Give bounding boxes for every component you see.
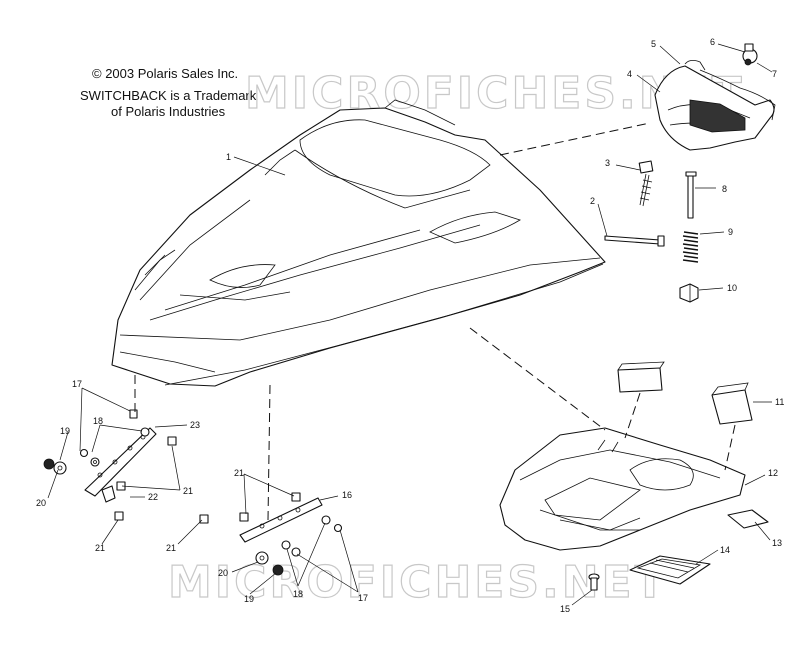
- callout-1: 1: [226, 152, 231, 162]
- grille-part-14: [629, 555, 711, 585]
- callout-14: 14: [720, 545, 730, 555]
- callout-18a: 18: [93, 416, 103, 426]
- foam-block-part-11a: [617, 361, 665, 393]
- callout-17a: 17: [72, 379, 82, 389]
- copyright-block: © 2003 Polaris Sales Inc.: [92, 66, 238, 82]
- callout-16: 16: [342, 490, 352, 500]
- callout-21d: 21: [234, 468, 244, 478]
- hood-part-1: [111, 99, 606, 387]
- trademark-line-2: of Polaris Industries: [111, 104, 226, 119]
- callout-2: 2: [590, 196, 595, 206]
- pad-part-13: [727, 509, 769, 529]
- callout-9: 9: [728, 227, 733, 237]
- callout-18b: 18: [293, 589, 303, 599]
- callout-21b: 21: [95, 543, 105, 553]
- trademark-line-1: SWITCHBACK is a Trademark: [80, 88, 257, 103]
- belly-pan-part-12: [499, 427, 746, 551]
- left-hardware: [43, 409, 177, 521]
- callout-21c: 21: [166, 543, 176, 553]
- clip-part-22: [101, 485, 116, 503]
- callout-10: 10: [727, 283, 737, 293]
- callout-12: 12: [768, 468, 778, 478]
- foam-block-part-11b: [711, 382, 753, 425]
- callout-5: 5: [651, 39, 656, 49]
- nut-part-10: [679, 283, 699, 303]
- alignment-lines: [134, 122, 736, 521]
- callout-13: 13: [772, 538, 782, 548]
- callout-7: 7: [772, 69, 777, 79]
- bracket-part-23: [84, 427, 157, 497]
- callout-3: 3: [605, 158, 610, 168]
- callouts: 1 2 3 4 5 6 7 8 9 10 11 12 13 14 15 16 1…: [36, 37, 784, 614]
- callout-15: 15: [560, 604, 570, 614]
- screw-part-15: [588, 573, 600, 591]
- callout-23: 23: [190, 420, 200, 430]
- callout-21a: 21: [183, 486, 193, 496]
- callout-11: 11: [775, 397, 784, 407]
- bulb-part-6: [742, 43, 758, 66]
- callout-4: 4: [627, 69, 632, 79]
- callout-6: 6: [710, 37, 715, 47]
- copyright-line: © 2003 Polaris Sales Inc.: [92, 66, 239, 81]
- rod-part-2: [604, 235, 665, 247]
- callout-17b: 17: [358, 593, 368, 603]
- callout-8: 8: [722, 184, 727, 194]
- headlight-part-4: [654, 43, 776, 151]
- callout-22: 22: [148, 492, 158, 502]
- callout-20b: 20: [218, 568, 228, 578]
- callout-19a: 19: [60, 426, 70, 436]
- callout-20a: 20: [36, 498, 46, 508]
- callout-19b: 19: [244, 594, 254, 604]
- bracket-part-16: [239, 497, 323, 543]
- leader-lines: [47, 43, 773, 606]
- screw-part-3: [638, 160, 654, 207]
- center-hardware: [199, 492, 343, 576]
- pin-part-8: [685, 171, 697, 219]
- spring-part-9: [682, 231, 699, 263]
